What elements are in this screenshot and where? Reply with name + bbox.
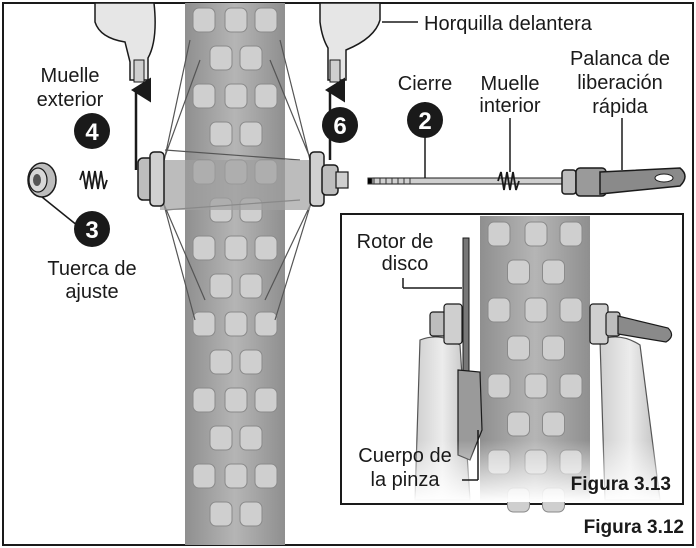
step-badge-4: 4 (74, 113, 110, 149)
label-outer-spring-2: exterior (37, 89, 104, 111)
hub-right-end (309, 151, 349, 207)
nut-leader (41, 196, 79, 227)
label-rotor-1: Rotor de (357, 231, 434, 253)
quick-release-lever (561, 167, 686, 197)
inset-figure-caption: Figura 3.13 (571, 474, 671, 495)
step-badge-3: 3 (74, 211, 110, 247)
label-rotor-2: disco (382, 253, 429, 275)
skewer (367, 177, 569, 185)
front-tire (185, 3, 285, 545)
label-lever-1: Palanca de (570, 48, 670, 70)
label-skewer: Cierre (398, 73, 452, 95)
inner-spring (497, 171, 520, 191)
inset-figure: Rotor de disco Cuerpo de la pinza Figura… (340, 213, 684, 513)
label-inner-spring-1: Muelle (481, 73, 540, 95)
svg-text:2: 2 (418, 108, 431, 135)
outer-spring (79, 170, 108, 190)
step-badge-2: 2 (407, 102, 443, 138)
svg-text:6: 6 (333, 113, 346, 140)
svg-text:3: 3 (85, 217, 98, 244)
label-caliper-2: la pinza (371, 469, 441, 491)
hub-body (160, 160, 310, 210)
fork-leg-left (94, 2, 156, 83)
step-badge-6: 6 (322, 107, 358, 143)
main-figure-caption: Figura 3.12 (584, 517, 684, 538)
adjusting-nut (27, 162, 57, 198)
fork-leg-right (319, 2, 381, 83)
label-fork: Horquilla delantera (424, 13, 593, 35)
hub-left-end (137, 151, 165, 207)
label-caliper-1: Cuerpo de (358, 445, 451, 467)
label-lever-2: liberación (577, 72, 663, 94)
label-outer-spring-1: Muelle (41, 65, 100, 87)
label-nut-1: Tuerca de (47, 258, 136, 280)
label-nut-2: ajuste (65, 281, 118, 303)
label-inner-spring-2: interior (479, 95, 540, 117)
svg-text:4: 4 (85, 119, 99, 146)
label-lever-3: rápida (592, 96, 648, 118)
